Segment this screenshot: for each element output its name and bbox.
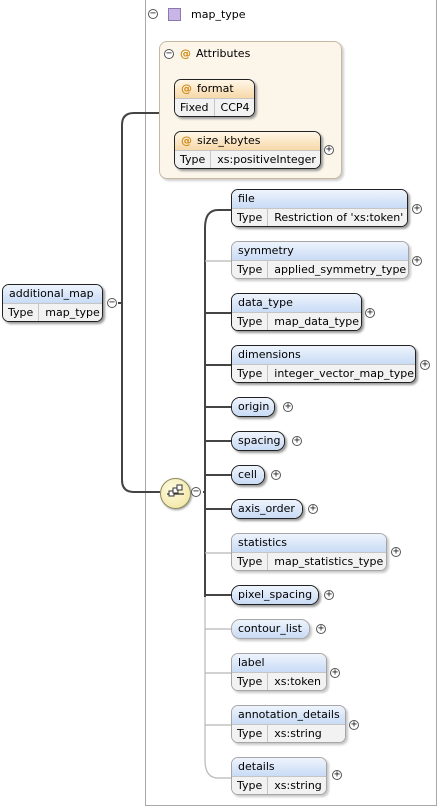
element-statistics[interactable]: statistics Type map_statistics_type [231,533,387,571]
element-details[interactable]: details Type xs:string [231,757,327,795]
element-name: file [232,190,407,208]
element-name: label [232,654,326,672]
element-pixel-spacing[interactable]: pixel_spacing [231,585,319,605]
element-name: cell [232,466,264,484]
sequence-compositor[interactable] [160,478,191,509]
element-annotation-details[interactable]: annotation_details Type xs:string [231,705,346,743]
type-value: xs:string [274,727,322,740]
attribute-format[interactable]: @ format Fixed CCP4 [174,79,255,117]
element-name: pixel_spacing [232,586,318,604]
origin-expand-toggle[interactable]: + [283,401,293,412]
map-type-collapse-toggle[interactable]: − [148,8,158,19]
attribute-type-value: xs:positiveInteger [217,153,316,166]
element-name: annotation_details [232,706,345,724]
pixel-spacing-expand-toggle[interactable]: + [324,589,334,600]
size-kbytes-expand-toggle[interactable]: + [324,144,334,155]
data-type-expand-toggle[interactable]: + [365,307,375,318]
annotation-details-expand-toggle[interactable]: + [349,719,359,730]
element-name: additional_map [3,285,102,303]
attribute-size-kbytes[interactable]: @ size_kbytes Type xs:positiveInteger [174,131,321,169]
type-key: Type [232,313,269,330]
element-additional-map[interactable]: additional_map Type map_type [2,284,103,322]
type-value: map_data_type [274,315,360,328]
statistics-expand-toggle[interactable]: + [391,546,401,557]
element-name: axis_order [232,500,302,518]
attribute-at-icon: @ [180,47,191,60]
attribute-fixed-key: Fixed [175,99,215,116]
type-value: map_type [45,306,100,319]
axis-order-expand-toggle[interactable]: + [308,503,318,514]
details-expand-toggle[interactable]: + [332,769,342,780]
attributes-collapse-toggle[interactable]: − [164,48,174,59]
type-key: Type [232,777,269,794]
type-value: xs:string [274,779,322,792]
element-contour-list[interactable]: contour_list [231,619,310,639]
element-axis-order[interactable]: axis_order [231,499,303,519]
element-name: contour_list [232,620,309,638]
attribute-at-icon: @ [181,82,192,95]
type-key: Type [232,673,269,690]
element-spacing[interactable]: spacing [231,431,285,451]
contour-list-expand-toggle[interactable]: + [316,623,326,634]
element-name: data_type [232,294,361,312]
element-name: spacing [232,432,284,450]
map-type-label: map_type [191,8,246,21]
element-data-type[interactable]: data_type Type map_data_type [231,293,362,331]
element-symmetry[interactable]: symmetry Type applied_symmetry_type [231,241,409,279]
type-value: map_statistics_type [274,555,384,568]
attribute-fixed-value: CCP4 [220,101,250,114]
sequence-collapse-toggle[interactable]: − [191,486,201,497]
label-expand-toggle[interactable]: + [330,667,340,678]
element-file[interactable]: file Type Restriction of 'xs:token' [231,189,408,227]
type-key: Type [232,725,269,742]
type-value: applied_symmetry_type [274,263,407,276]
type-key: Type [232,365,269,382]
type-key: Type [232,553,269,570]
spacing-expand-toggle[interactable]: + [292,435,302,446]
element-label[interactable]: label Type xs:token [231,653,327,691]
sequence-icon [167,484,184,497]
additional-map-collapse-toggle[interactable]: − [107,297,117,308]
type-value: integer_vector_map_type [274,367,415,380]
type-key: Type [232,209,269,226]
attributes-header: @ Attributes [180,46,250,62]
symmetry-expand-toggle[interactable]: + [412,255,422,266]
element-cell[interactable]: cell [231,465,265,485]
type-value: xs:token [274,675,321,688]
type-key: Type [3,304,40,321]
complex-type-icon [168,8,181,21]
file-expand-toggle[interactable]: + [412,203,422,214]
dimensions-expand-toggle[interactable]: + [420,359,430,370]
element-dimensions[interactable]: dimensions Type integer_vector_map_type [231,345,416,383]
type-value: Restriction of 'xs:token' [274,211,404,224]
element-name: origin [232,398,274,416]
attributes-label: Attributes [196,47,251,60]
element-name: statistics [232,534,386,552]
attribute-type-key: Type [175,151,212,168]
cell-expand-toggle[interactable]: + [271,469,281,480]
attribute-name: size_kbytes [197,134,261,147]
type-key: Type [232,261,269,278]
attribute-at-icon: @ [181,134,192,147]
element-name: details [232,758,326,776]
element-name: symmetry [232,242,408,260]
element-name: dimensions [232,346,415,364]
attribute-name: format [197,82,234,95]
element-origin[interactable]: origin [231,397,275,417]
